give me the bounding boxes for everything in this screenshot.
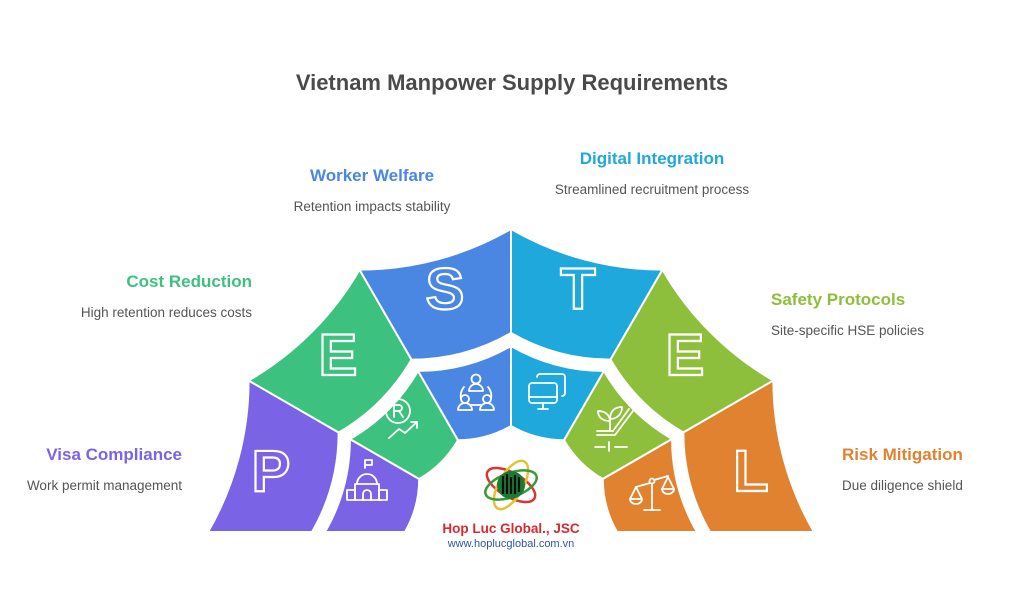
- balance-scale-icon: [629, 475, 675, 511]
- plant-hand-icon: [594, 406, 634, 452]
- letter-l: L: [733, 439, 768, 504]
- monitor-screens-icon: [528, 373, 566, 410]
- government-building-icon: [346, 459, 388, 501]
- label-title: Safety Protocols: [771, 290, 906, 309]
- label-desc: Work permit management: [26, 478, 182, 493]
- letter-p: P: [252, 439, 291, 504]
- outer-band: [206, 227, 816, 533]
- label-desc: Retention impacts stability: [293, 199, 451, 214]
- label-desc: High retention reduces costs: [80, 305, 252, 320]
- company-logo: [484, 459, 538, 511]
- label-title: Visa Compliance: [46, 445, 182, 464]
- label-desc: Due diligence shield: [842, 478, 963, 493]
- label-title: Risk Mitigation: [842, 445, 963, 464]
- label-cost-reduction: Cost Reduction High retention reduces co…: [60, 272, 252, 322]
- letter-e-economic: E: [319, 323, 358, 388]
- brand-url[interactable]: www.hoplucglobal.com.vn: [447, 538, 575, 550]
- currency-growth-icon: [385, 398, 418, 439]
- brand-block: Hop Luc Global., JSC www.hoplucglobal.co…: [411, 521, 611, 550]
- letter-t: T: [560, 257, 595, 322]
- letter-e-environmental: E: [666, 323, 705, 388]
- label-visa-compliance: Visa Compliance Work permit management: [0, 445, 182, 495]
- label-title: Worker Welfare: [309, 166, 435, 185]
- page-title: Vietnam Manpower Supply Requirements: [295, 70, 729, 95]
- label-title: Cost Reduction: [126, 272, 252, 291]
- label-desc: Streamlined recruitment process: [554, 182, 750, 197]
- label-desc: Site-specific HSE policies: [771, 323, 925, 338]
- label-risk-mitigation: Risk Mitigation Due diligence shield: [842, 445, 1022, 495]
- team-people-icon: [457, 373, 495, 411]
- segment-inner-5: [601, 437, 699, 533]
- segment-outer-5: [682, 378, 816, 533]
- letter-s: S: [426, 257, 465, 322]
- label-digital-integration: Digital Integration Streamlined recruitm…: [552, 149, 752, 199]
- label-title: Digital Integration: [579, 149, 725, 168]
- brand-name: Hop Luc Global., JSC: [442, 521, 580, 536]
- label-worker-welfare: Worker Welfare Retention impacts stabili…: [262, 166, 482, 216]
- label-safety-protocols: Safety Protocols Site-specific HSE polic…: [771, 290, 991, 340]
